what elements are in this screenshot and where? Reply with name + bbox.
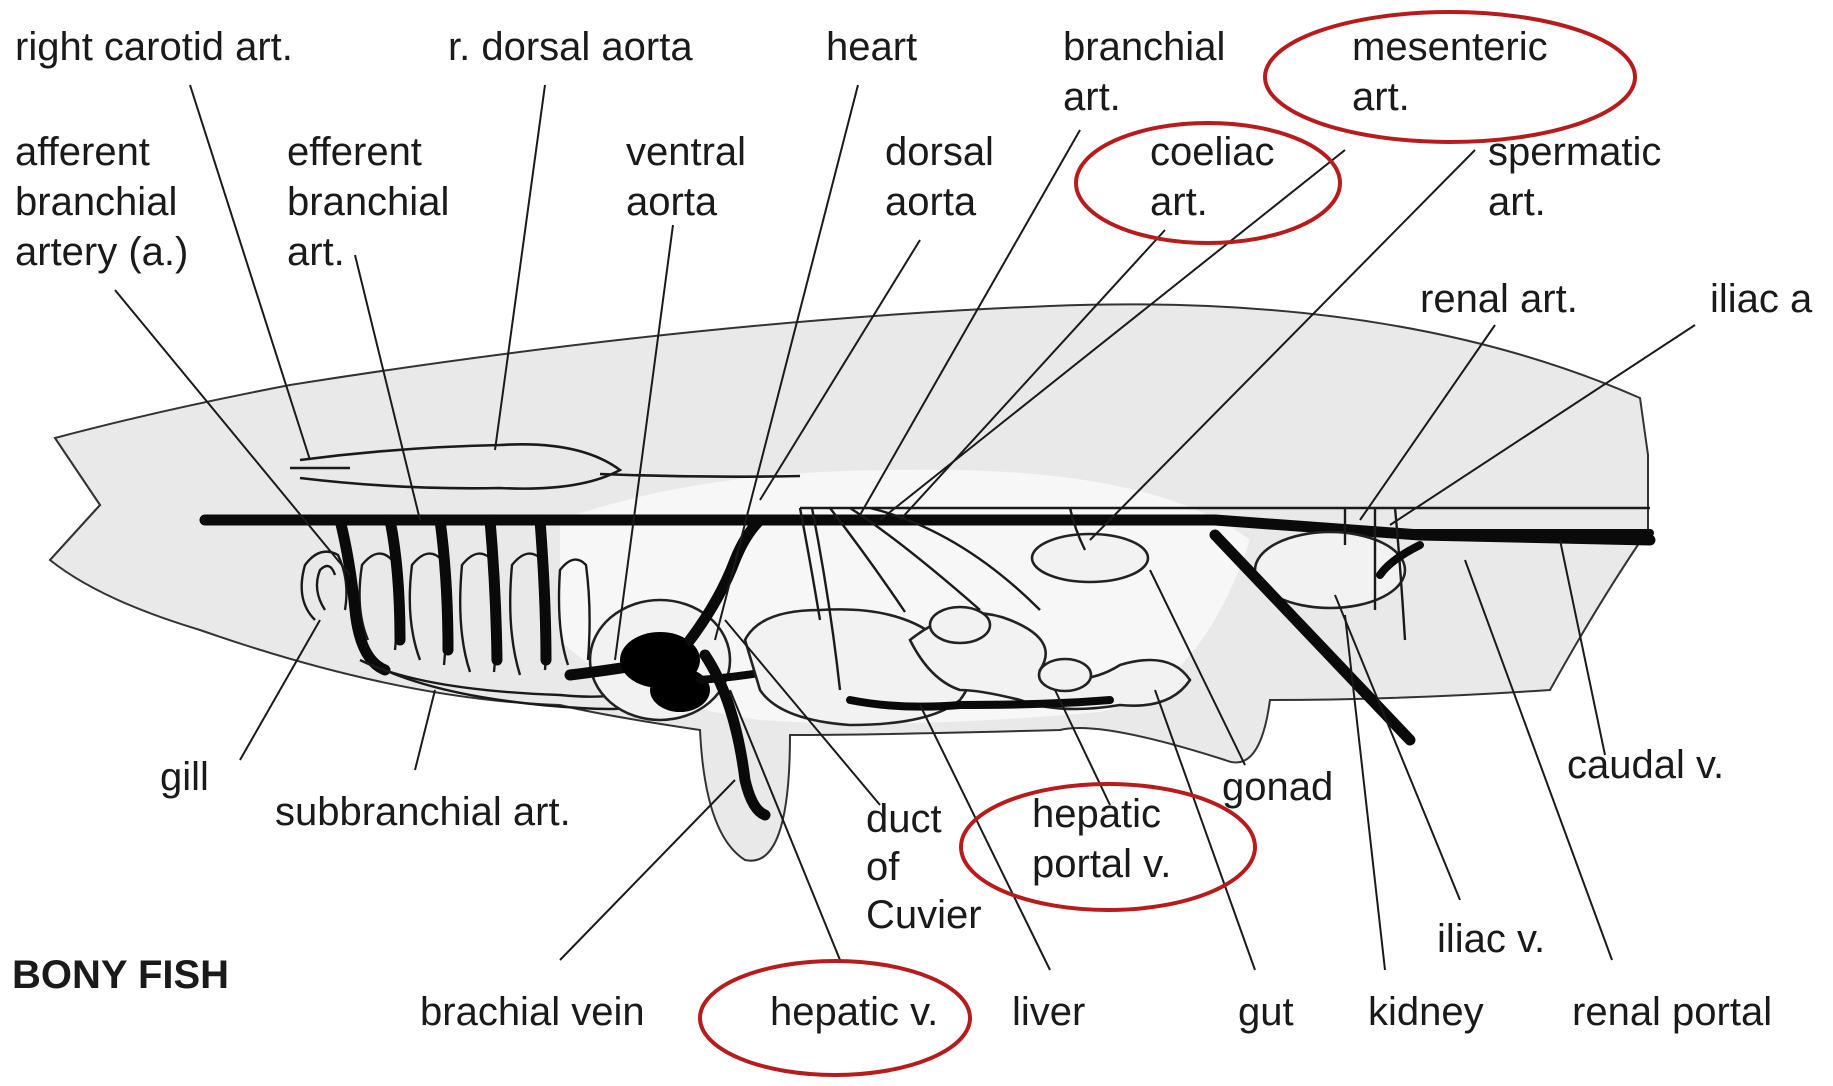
label-hepatic-portal-2: portal v. [1032, 842, 1171, 886]
label-hepatic-v: hepatic v. [770, 990, 938, 1034]
label-gill: gill [160, 755, 209, 799]
label-afferent-2: branchial [15, 180, 177, 224]
label-gut: gut [1238, 990, 1294, 1034]
label-subbranchial-art: subbranchial art. [275, 790, 571, 834]
atrium-shape [650, 668, 710, 712]
label-caudal-v: caudal v. [1567, 743, 1724, 787]
label-renal-art: renal art. [1420, 277, 1578, 321]
label-dorsal-aorta-1: dorsal [885, 130, 994, 174]
label-mesenteric-art-2: art. [1352, 75, 1410, 119]
stomach-organ [930, 607, 990, 643]
label-coeliac-art-2: art. [1150, 180, 1208, 224]
label-hepatic-portal-1: hepatic [1032, 792, 1161, 836]
label-right-carotid-art: right carotid art. [15, 25, 293, 69]
figure-title: BONY FISH [12, 953, 229, 997]
label-afferent-3: artery (a.) [15, 230, 188, 274]
label-brachial-vein: brachial vein [420, 990, 645, 1034]
label-duct-3: Cuvier [866, 893, 982, 937]
label-renal-portal: renal portal [1572, 990, 1772, 1034]
label-iliac-a: iliac a [1710, 277, 1813, 321]
label-r-dorsal-aorta: r. dorsal aorta [448, 25, 693, 69]
label-duct-2: of [866, 845, 900, 889]
label-ventral-aorta-2: aorta [626, 180, 718, 224]
label-dorsal-aorta-2: aorta [885, 180, 977, 224]
label-afferent-1: afferent [15, 130, 150, 174]
gonad-organ [1032, 534, 1148, 582]
label-efferent-2: branchial [287, 180, 449, 224]
label-mesenteric-art-1: mesenteric [1352, 25, 1548, 69]
label-duct-1: duct [866, 797, 942, 841]
label-heart: heart [826, 25, 917, 69]
label-gonad: gonad [1222, 765, 1333, 809]
label-iliac-v: iliac v. [1437, 917, 1545, 961]
label-coeliac-art-1: coeliac [1150, 130, 1275, 174]
label-branchial-art-1: branchial [1063, 25, 1225, 69]
label-branchial-art-2: art. [1063, 75, 1121, 119]
spleen-organ [1039, 659, 1091, 691]
label-efferent-3: art. [287, 230, 345, 274]
label-liver: liver [1012, 990, 1085, 1034]
label-kidney: kidney [1368, 990, 1484, 1034]
label-spermatic-art-2: art. [1488, 180, 1546, 224]
label-ventral-aorta-1: ventral [626, 130, 746, 174]
label-efferent-1: efferent [287, 130, 422, 174]
